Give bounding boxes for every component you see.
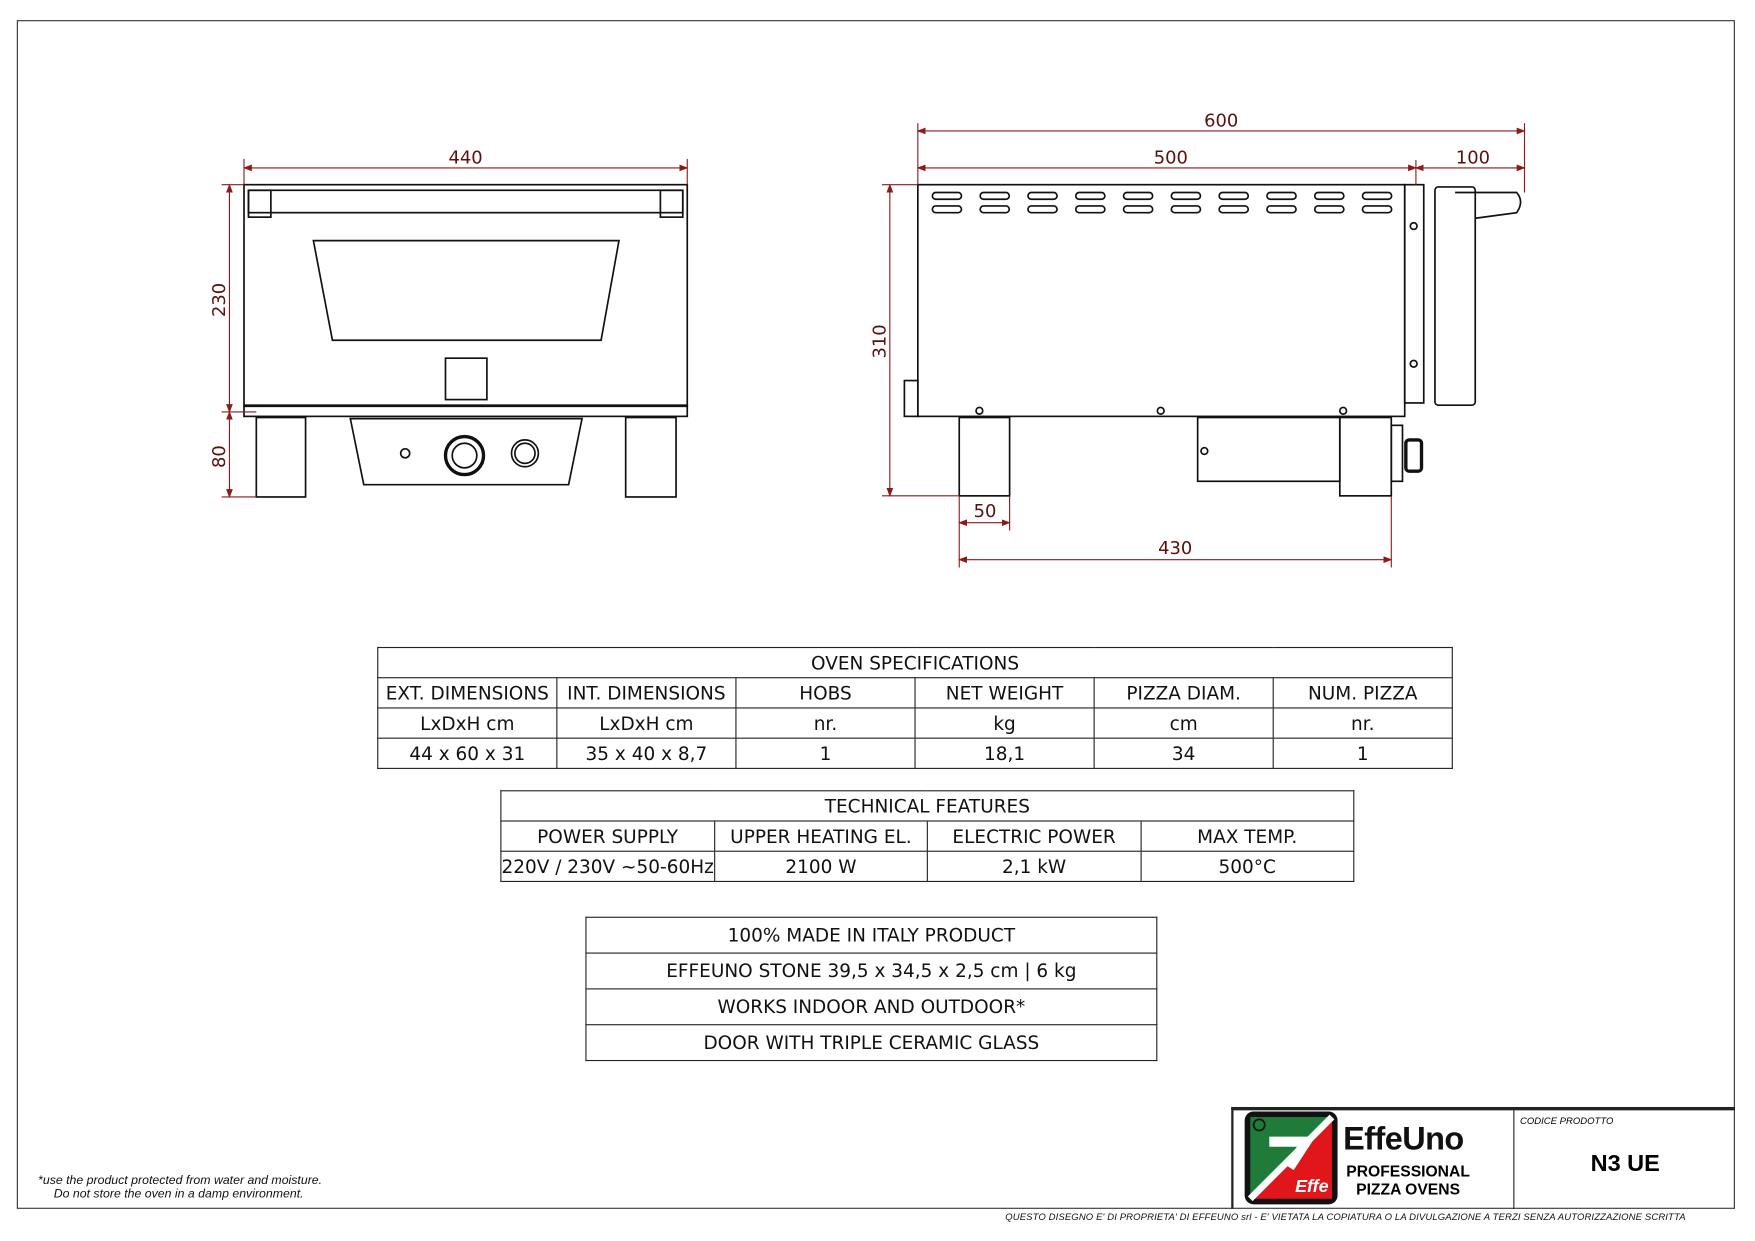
spec-unit-cell: kg — [914, 707, 1095, 739]
spec-value-cell: 34 — [1093, 737, 1274, 769]
feature-row: EFFEUNO STONE 39,5 x 34,5 x 2,5 cm | 6 k… — [585, 952, 1158, 990]
spec-header-cell: PIZZA DIAM. — [1093, 677, 1274, 709]
feature-row: WORKS INDOOR AND OUTDOOR* — [585, 988, 1158, 1026]
spec-header-cell: HOBS — [735, 677, 916, 709]
dim-front-width: 440 — [449, 147, 483, 168]
tech-features-title: TECHNICAL FEATURES — [500, 790, 1355, 822]
tagline-2: PIZZA OVENS — [1356, 1179, 1461, 1198]
spec-unit-cell: nr. — [1272, 707, 1453, 739]
dim-leg-height: 80 — [209, 445, 230, 468]
front-view — [243, 183, 689, 498]
spec-header-cell: NET WEIGHT — [914, 677, 1095, 709]
tech-header-cell: UPPER HEATING EL. — [713, 820, 929, 852]
copyright-notice: QUESTO DISEGNO E' DI PROPRIETA' DI EFFEU… — [1005, 1211, 1686, 1223]
side-dimensions — [882, 123, 1526, 568]
side-view — [903, 183, 1522, 497]
tech-value-cell: 220V / 230V ~50-60Hz — [500, 850, 715, 883]
footnote: *use the product protected from water an… — [38, 1174, 322, 1201]
spec-unit-cell: LxDxH cm — [377, 707, 558, 739]
effeuno-logo: Effe — [1244, 1111, 1338, 1205]
footnote-line-1: *use the product protected from water an… — [38, 1174, 323, 1188]
spec-unit-cell: LxDxH cm — [556, 707, 737, 739]
tech-value-cell: 2100 W — [713, 850, 929, 883]
spec-value-cell: 35 x 40 x 8,7 — [556, 737, 737, 769]
oven-specs-title: OVEN SPECIFICATIONS — [377, 646, 1453, 679]
spec-unit-cell: nr. — [735, 707, 916, 739]
dim-leg-span: 430 — [1158, 538, 1192, 559]
tech-header-cell: MAX TEMP. — [1140, 820, 1355, 852]
dim-front-height: 230 — [209, 283, 230, 317]
spec-value-cell: 1 — [1272, 737, 1453, 769]
tech-header-cell: ELECTRIC POWER — [926, 820, 1142, 852]
sheet-border — [16, 20, 1735, 1209]
dim-side-body: 500 — [1154, 147, 1188, 168]
svg-text:Effe: Effe — [1295, 1176, 1329, 1196]
brand-tagline: PROFESSIONAL PIZZA OVENS — [1345, 1162, 1470, 1198]
spec-value-cell: 18,1 — [914, 737, 1095, 769]
front-dimensions — [221, 158, 689, 499]
spec-value-cell: 1 — [735, 737, 916, 769]
tagline-1: PROFESSIONAL — [1346, 1161, 1470, 1180]
product-code-label: CODICE PRODOTTO — [1520, 1114, 1614, 1127]
footnote-line-2: Do not store the oven in a damp environm… — [53, 1187, 304, 1202]
tech-value-cell: 2,1 kW — [926, 850, 1142, 883]
brand-name: EffeUno — [1343, 1121, 1464, 1158]
dim-side-total: 600 — [1204, 110, 1238, 131]
feature-row: DOOR WITH TRIPLE CERAMIC GLASS — [585, 1024, 1158, 1062]
spec-value-cell: 44 x 60 x 31 — [377, 737, 558, 769]
product-code: N3 UE — [1590, 1150, 1660, 1177]
dim-leg-width: 50 — [974, 501, 997, 522]
spec-header-cell: EXT. DIMENSIONS — [377, 677, 558, 709]
dim-side-door: 100 — [1456, 147, 1490, 168]
tech-value-cell: 500°C — [1140, 850, 1355, 883]
title-block-divider — [1513, 1110, 1515, 1209]
feature-row: 100% MADE IN ITALY PRODUCT — [585, 916, 1158, 954]
spec-header-cell: INT. DIMENSIONS — [556, 677, 737, 709]
spec-header-cell: NUM. PIZZA — [1272, 677, 1453, 709]
spec-unit-cell: cm — [1093, 707, 1274, 739]
dim-side-height: 310 — [869, 324, 890, 358]
title-block: EffeUno PROFESSIONAL PIZZA OVENS CODICE … — [1231, 1106, 1735, 1209]
tech-header-cell: POWER SUPPLY — [500, 820, 715, 852]
